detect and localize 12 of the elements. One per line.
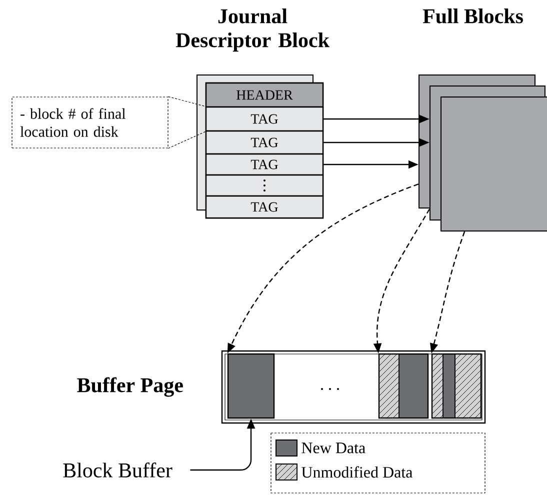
block-buffer bbox=[431, 353, 482, 419]
block-buffer bbox=[227, 353, 275, 419]
legend-text: Unmodified Data bbox=[302, 466, 413, 478]
heading: Full Blocks bbox=[422, 8, 523, 24]
heading: Buffer Page bbox=[77, 377, 183, 397]
callout-box: - block # of final location on disk bbox=[12, 96, 168, 148]
leader-line bbox=[168, 96, 206, 149]
heading: Journal Descriptor Block bbox=[176, 8, 330, 52]
legend-text: New Data bbox=[302, 442, 366, 454]
block-buffer bbox=[378, 353, 429, 419]
text-label: Block Buffer bbox=[63, 462, 172, 478]
block-page bbox=[440, 96, 547, 232]
